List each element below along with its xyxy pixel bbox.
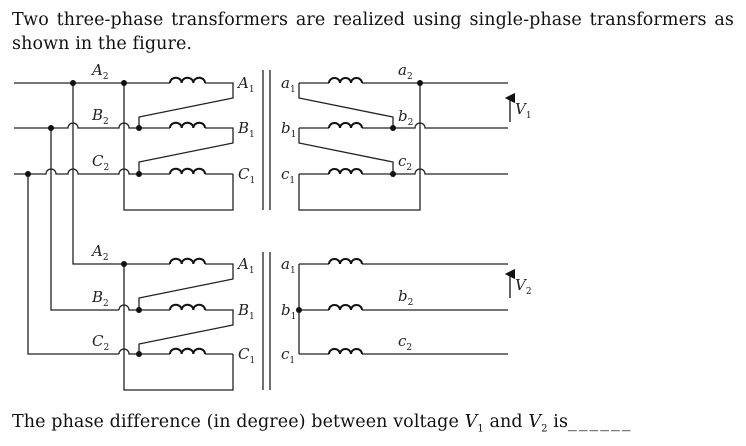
label-b1: b1: [281, 301, 296, 322]
label-A1: A1: [236, 74, 255, 95]
junction-dot: [417, 80, 423, 86]
is-text: is: [547, 412, 569, 432]
label-c2: c2: [398, 332, 412, 353]
question-prompt: The phase difference (in degree) between…: [12, 410, 633, 442]
terminal-labels: A2 B2 C2 A1 B1 C1 a1 b1 c1 a2 b2 c2 V1 A…: [90, 61, 532, 366]
prompt-text: The phase difference (in degree) between…: [12, 412, 465, 432]
winding-coil-icon: [169, 76, 206, 84]
label-b1: b1: [281, 119, 296, 140]
answer-blank[interactable]: ______: [568, 412, 633, 432]
label-A2: A2: [90, 242, 109, 263]
label-B2: B2: [91, 106, 109, 127]
junction-dot: [136, 171, 142, 177]
junction-dot: [48, 125, 54, 131]
label-V2: V2: [515, 276, 532, 297]
label-b2: b2: [398, 287, 413, 308]
top-transformer-bank: [14, 70, 516, 355]
junction-dot: [390, 171, 396, 177]
winding-coil-icon: [169, 347, 206, 355]
top-primary-delta-return: [123, 83, 234, 211]
label-V1: V1: [515, 100, 532, 121]
junction-dot: [136, 307, 142, 313]
winding-coil-icon: [328, 122, 363, 129]
junction-dot: [136, 351, 142, 357]
label-c1: c1: [281, 345, 295, 366]
v1-symbol: V1: [464, 412, 484, 435]
neutral-dot: [296, 307, 302, 313]
winding-coil-icon: [328, 168, 363, 175]
tap-b-vertical: [50, 128, 119, 311]
tap-c-vertical: [27, 174, 119, 355]
junction-dot: [121, 80, 127, 86]
label-C1: C1: [238, 165, 255, 186]
label-a2: a2: [398, 61, 413, 82]
label-C1: C1: [238, 345, 255, 366]
label-A1: A1: [236, 255, 255, 276]
winding-coil-icon: [169, 257, 206, 265]
bottom-primary-coils: [169, 257, 206, 355]
top-primary-coils: [169, 76, 206, 175]
winding-coil-icon: [328, 348, 363, 355]
label-A2: A2: [90, 61, 109, 82]
junction-dot: [136, 125, 142, 131]
junction-dot: [390, 125, 396, 131]
label-b2: b2: [398, 107, 413, 128]
top-secondary-coils: [328, 77, 363, 175]
winding-coil-icon: [328, 258, 363, 265]
junction-dot: [70, 80, 76, 86]
junction-dot: [25, 171, 31, 177]
junction-dot: [121, 261, 127, 267]
label-B2: B2: [91, 288, 109, 309]
label-c1: c1: [281, 165, 295, 186]
v2-symbol: V2: [528, 412, 548, 435]
label-B1: B1: [237, 119, 255, 140]
winding-coil-icon: [169, 121, 206, 129]
label-B1: B1: [237, 301, 255, 322]
bottom-transformer-bank: [118, 252, 516, 391]
supply-line-b: [14, 122, 170, 129]
winding-coil-icon: [169, 303, 206, 311]
winding-coil-icon: [169, 167, 206, 175]
bottom-secondary-coils: [328, 258, 363, 355]
label-c2: c2: [398, 152, 412, 173]
question-intro: Two three-phase transformers are realize…: [12, 10, 734, 54]
label-C2: C2: [92, 332, 109, 353]
label-C2: C2: [92, 152, 109, 173]
winding-coil-icon: [328, 77, 363, 84]
tap-a-vertical: [72, 83, 170, 265]
winding-coil-icon: [328, 304, 363, 311]
label-a1: a1: [281, 255, 296, 276]
label-a1: a1: [281, 74, 296, 95]
and-text: and: [483, 412, 529, 432]
